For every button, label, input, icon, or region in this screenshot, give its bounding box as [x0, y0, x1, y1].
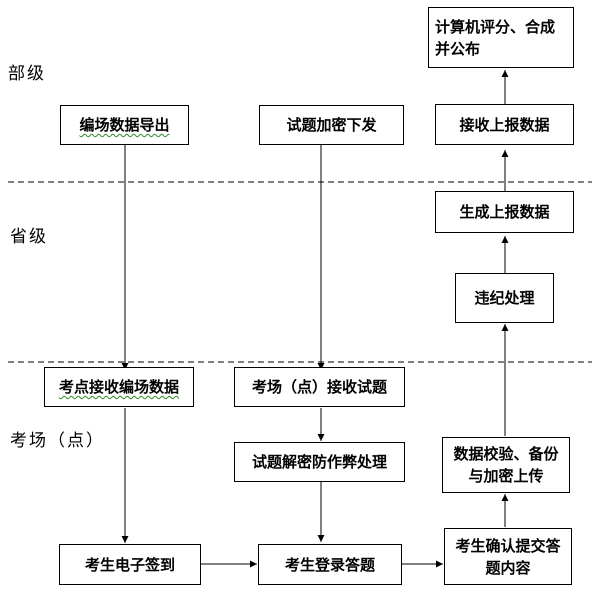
level-label-province: 省级	[10, 227, 48, 247]
box-export-encoding-data-label: 编场数据导出	[79, 116, 170, 134]
box-encrypt-issue: 试题加密下发	[259, 105, 404, 145]
box-score-publish-label: 计算机评分、合成并公布	[435, 17, 556, 58]
box-electronic-signin-label: 考生电子签到	[84, 555, 175, 574]
level-label-exam-site: 考场（点）	[10, 431, 105, 451]
box-encrypt-issue-label: 试题加密下发	[286, 116, 377, 134]
box-receive-encoding-data: 考点接收编场数据	[44, 367, 194, 407]
box-export-encoding-data: 编场数据导出	[60, 105, 189, 145]
box-score-publish: 计算机评分、合成并公布	[428, 7, 574, 68]
box-login-answer: 考生登录答题	[258, 544, 402, 585]
box-receive-questions: 考场（点）接收试题	[234, 367, 405, 407]
box-electronic-signin: 考生电子签到	[59, 544, 201, 585]
box-violation-handling: 违纪处理	[455, 273, 554, 323]
box-receive-encoding-data-label: 考点接收编场数据	[58, 378, 179, 396]
box-generate-report-data: 生成上报数据	[435, 191, 574, 233]
box-login-answer-label: 考生登录答题	[284, 555, 375, 574]
box-decrypt-anticheat-label: 试题解密防作弊处理	[251, 453, 387, 471]
box-receive-questions-label: 考场（点）接收试题	[251, 378, 387, 396]
box-receive-report-data-label: 接收上报数据	[459, 115, 550, 134]
level-label-ministry: 部级	[8, 64, 46, 84]
box-receive-report-data: 接收上报数据	[435, 104, 574, 145]
box-generate-report-data-label: 生成上报数据	[459, 203, 550, 221]
box-verify-backup-upload-label: 数据校验、备份与加密上传	[453, 445, 559, 485]
box-confirm-submit: 考生确认提交答题内容	[444, 528, 572, 585]
box-confirm-submit-label: 考生确认提交答题内容	[455, 536, 561, 577]
box-verify-backup-upload: 数据校验、备份与加密上传	[442, 437, 570, 493]
box-violation-handling-label: 违纪处理	[474, 289, 535, 307]
box-decrypt-anticheat: 试题解密防作弊处理	[234, 442, 405, 482]
